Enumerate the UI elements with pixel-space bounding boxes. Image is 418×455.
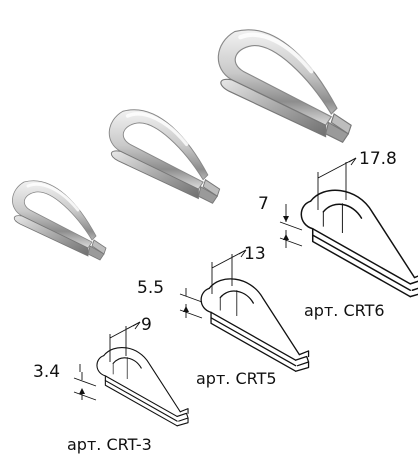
article-label-crt6: арт. CRT6	[304, 301, 385, 320]
thickness-label-crt6: 7	[258, 194, 269, 214]
thickness-label-crt5: 5.5	[137, 278, 164, 298]
thimble-3d-medium	[107, 108, 222, 206]
article-label-crt-3: арт. CRT-3	[67, 435, 152, 454]
drawing-crt-3: 9 3.4 арт. CRT-3	[33, 315, 189, 454]
article-label-crt5: арт. CRT5	[196, 369, 277, 388]
width-dimension-line-crt6	[317, 157, 357, 210]
thickness-label-crt-3: 3.4	[33, 362, 60, 382]
width-label-crt-3: 9	[141, 315, 152, 335]
thimble-3d-small	[10, 179, 108, 262]
width-label-crt6: 17.8	[359, 149, 397, 169]
drawing-crt6: 17.8 7 арт. CRT6	[258, 149, 418, 320]
width-label-crt5: 13	[244, 244, 266, 264]
thimble-3d-large	[218, 30, 351, 143]
drawing-crt5: 13 5.5 арт. CRT5	[137, 244, 310, 388]
